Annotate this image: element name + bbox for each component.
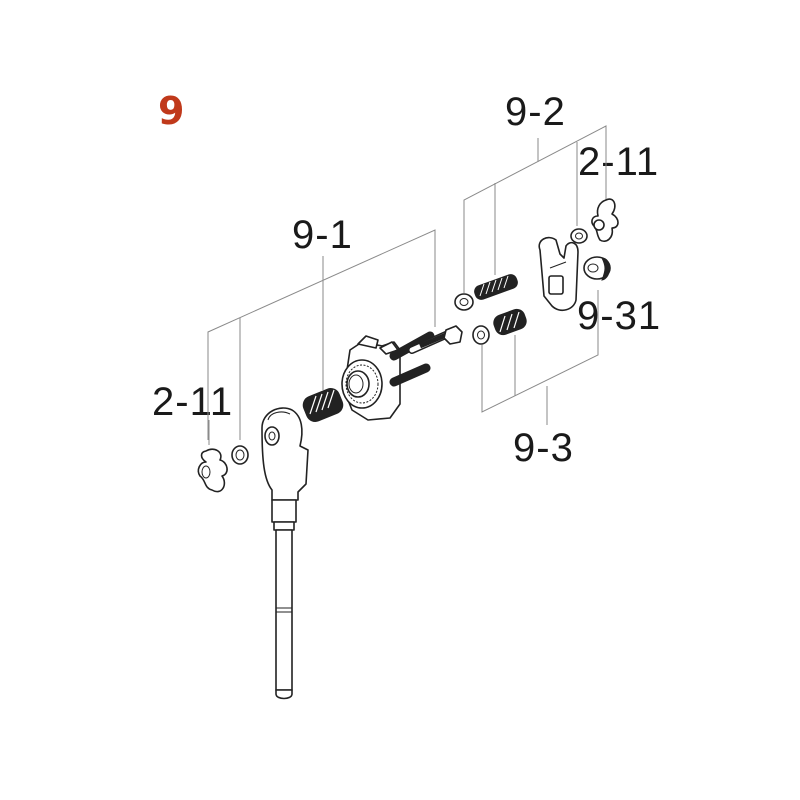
callout-9-31: 9-31	[577, 294, 662, 338]
spring-9-2	[474, 274, 518, 300]
washer-9-2	[454, 293, 474, 311]
leader-lines-9-1	[207, 229, 436, 440]
callout-9-1: 9-1	[292, 213, 353, 257]
lever-rod	[261, 407, 309, 700]
spring-9-1	[302, 388, 344, 422]
figure-number: 9	[158, 89, 185, 133]
callout-2-11-top: 2-11	[578, 140, 660, 184]
cam-9-31	[583, 256, 611, 281]
callout-2-11-left: 2-11	[152, 380, 234, 424]
studs-and-bolt	[389, 325, 463, 387]
callout-9-3: 9-3	[513, 426, 574, 470]
hub-housing	[341, 335, 401, 421]
wing-knob-top	[591, 198, 619, 243]
fork-bracket	[538, 236, 579, 312]
wing-knob-left	[197, 448, 228, 493]
leader-lines-9-3	[481, 290, 599, 425]
spring-9-3	[493, 308, 527, 336]
washer-top	[570, 228, 588, 244]
leader-lines-9-2	[463, 125, 607, 293]
washer-left	[231, 445, 249, 465]
washer-9-3	[472, 325, 490, 345]
callout-9-2: 9-2	[505, 90, 566, 134]
